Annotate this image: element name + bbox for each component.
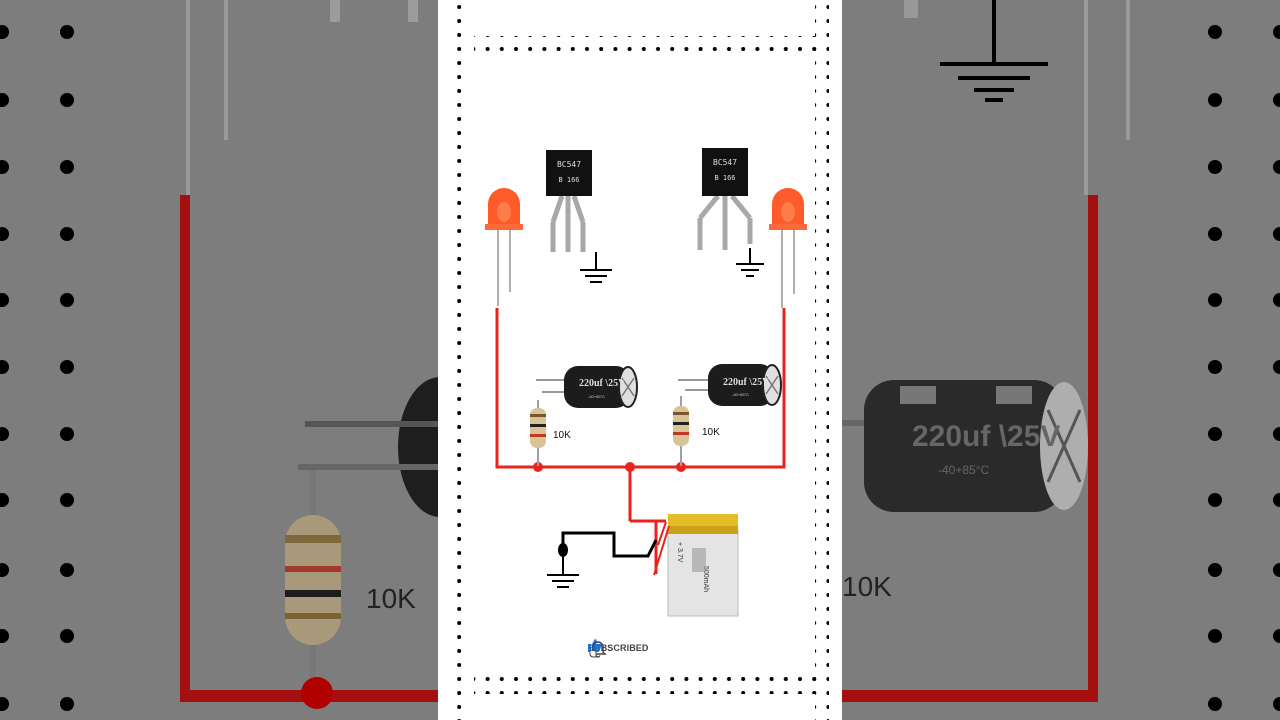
- capacitor-temp: -40+85°C: [732, 392, 749, 397]
- wire-junctions: [533, 462, 686, 472]
- capacitor-c1: 220uf \25V -40+85°C: [536, 366, 638, 408]
- bg-capacitor-label: 220uf \25V: [912, 420, 1060, 453]
- led-left: [485, 188, 523, 306]
- hand-cursor-icon: [589, 649, 597, 658]
- capacitor-label: 220uf \25V: [579, 378, 626, 389]
- lipo-battery: + 3.7V 500mAh: [653, 514, 739, 617]
- led-right: [769, 188, 807, 308]
- dotted-border: [452, 0, 829, 720]
- ground-icon: [580, 252, 612, 283]
- transistor-model: BC547: [557, 160, 581, 169]
- background-zoom-right: 220uf \25V -40+85°C 10K: [842, 0, 1280, 720]
- resistor-value: 10K: [702, 427, 720, 438]
- resistor-r1: 10K: [530, 400, 571, 466]
- capacitor-c2: 220uf \25V -40+85°C: [678, 364, 782, 406]
- ground-icon: [736, 248, 764, 277]
- wire-negative: [547, 531, 658, 588]
- resistor-value: 10K: [553, 430, 571, 441]
- transistor-code: B 166: [714, 174, 735, 182]
- capacitor-temp: -40+85°C: [588, 394, 605, 399]
- subscribe-widget[interactable]: SUBSCRIBED: [588, 638, 649, 658]
- transistor-q1: BC547 B 166: [546, 150, 592, 252]
- wire-positive: [495, 308, 786, 574]
- capacitor-label: 220uf \25V: [723, 377, 770, 388]
- transistor-q2: BC547 B 166: [697, 148, 753, 250]
- transistor-model: BC547: [713, 158, 737, 167]
- circuit-diagram-panel: BC547 B 166 BC547 B 166: [438, 0, 842, 720]
- bell-icon[interactable]: [588, 638, 608, 658]
- thumbs-up-icon[interactable]: [588, 638, 602, 652]
- bg-capacitor-temp: -40+85°C: [938, 463, 989, 477]
- subscribed-label[interactable]: SUBSCRIBED: [588, 643, 649, 653]
- background-zoom-left: 10K: [0, 0, 438, 720]
- transistor-code: B 166: [558, 176, 579, 184]
- battery-voltage: + 3.7V: [676, 542, 683, 563]
- bg-resistor-label-right: 10K: [842, 571, 892, 602]
- bg-resistor-label-left: 10K: [366, 583, 416, 614]
- battery-capacity: 500mAh: [702, 566, 709, 592]
- circuit-diagram: BC547 B 166 BC547 B 166: [452, 0, 829, 720]
- resistor-r2: 10K: [673, 396, 720, 466]
